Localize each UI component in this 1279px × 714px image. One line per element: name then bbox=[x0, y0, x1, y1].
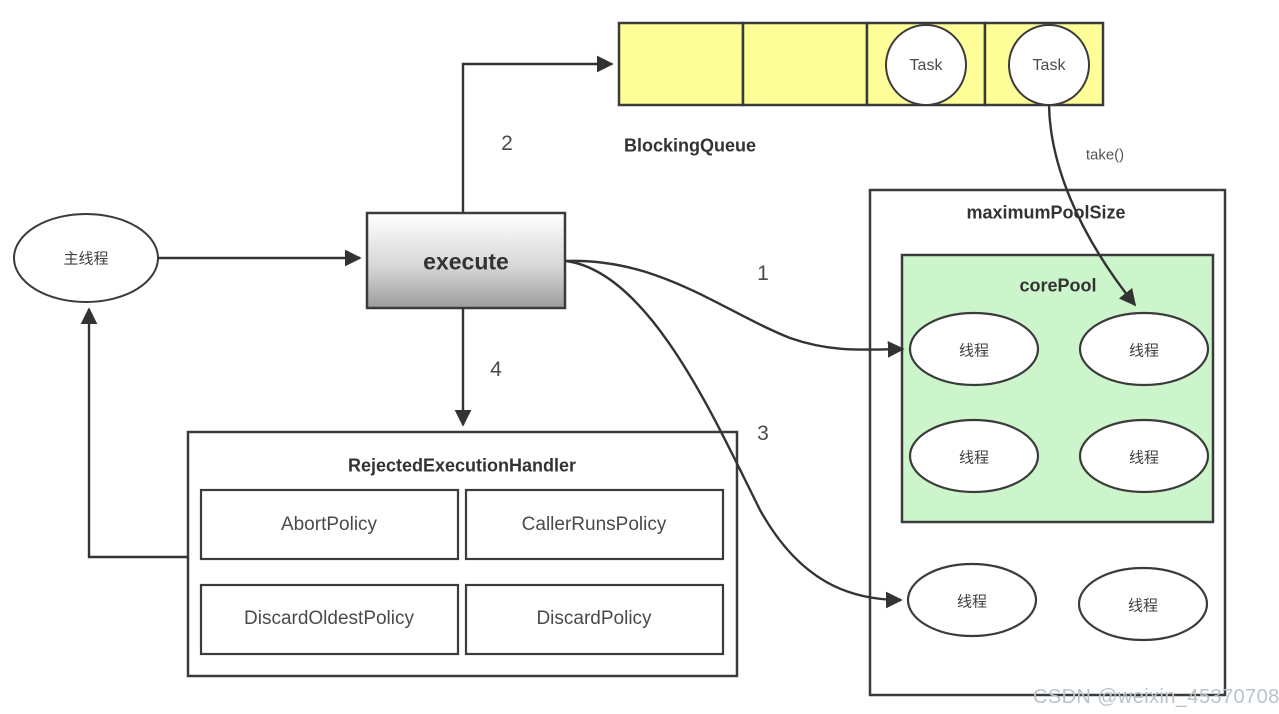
edge-execute-to-queue bbox=[461, 55, 614, 213]
extra-threads bbox=[906, 562, 1209, 642]
policy-box-abort bbox=[199, 488, 460, 561]
core-pool-threads bbox=[908, 311, 1210, 494]
policy-box-discard bbox=[464, 583, 725, 656]
edge-execute-to-extra-thread bbox=[565, 259, 903, 609]
policy-box-callerruns bbox=[464, 488, 725, 561]
execute-box bbox=[365, 211, 567, 310]
policy-box-discardoldest bbox=[199, 583, 460, 656]
edge-execute-to-corepool bbox=[565, 259, 905, 358]
main-thread-ellipse bbox=[13, 213, 159, 303]
watermark: CSDN @weixin_45370708 bbox=[1033, 686, 1279, 708]
maximum-pool-size-box bbox=[868, 188, 1227, 697]
edge-handler-to-main-thread bbox=[80, 307, 188, 559]
blocking-queue-group bbox=[617, 21, 1105, 107]
edge-take bbox=[1047, 104, 1137, 307]
